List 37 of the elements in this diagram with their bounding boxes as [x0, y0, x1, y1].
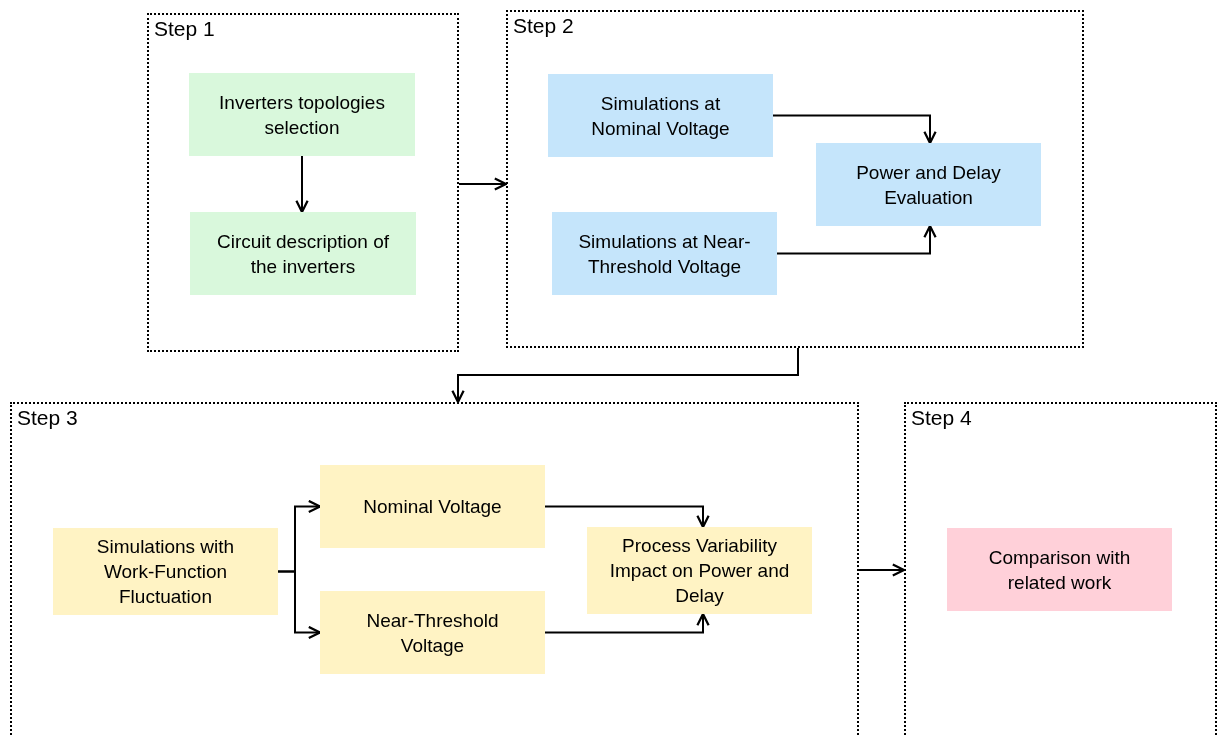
step-heading: Step 4 [911, 405, 972, 431]
arrow [776, 224, 937, 255]
box-label: Near-Threshold Voltage [365, 608, 500, 658]
process-box [587, 527, 812, 614]
step-frame [10, 402, 859, 735]
box-label: Power and Delay Evaluation [855, 160, 1002, 210]
process-box [320, 465, 545, 548]
arrow [295, 155, 309, 214]
arrow [451, 347, 799, 404]
process-box [53, 528, 278, 615]
process-box [320, 591, 545, 674]
step-frame [506, 10, 1084, 348]
process-box [552, 212, 777, 295]
box-label: Simulations with Work-Function Fluctuation [95, 535, 236, 609]
arrow [544, 505, 710, 529]
box-label: Simulations at Nominal Voltage [590, 91, 731, 141]
process-box [190, 212, 416, 295]
arrow [858, 563, 906, 577]
arrow [772, 114, 937, 145]
box-label: Comparison with related work [987, 545, 1132, 595]
step-heading: Step 3 [17, 405, 78, 431]
process-box [947, 528, 1172, 611]
process-box [189, 73, 415, 156]
step-heading: Step 1 [154, 16, 215, 42]
step-heading: Step 2 [513, 13, 574, 39]
box-label: Process Variability Impact on Power and Delay [608, 534, 791, 608]
process-box [548, 74, 773, 157]
box-label: Inverters topologies selection [218, 90, 386, 140]
arrow [544, 612, 710, 634]
box-label: Circuit description of the inverters [215, 229, 391, 279]
arrow [277, 570, 322, 640]
arrow [458, 177, 508, 191]
box-label: Simulations at Near-Threshold Voltage [577, 229, 752, 279]
step-frame [904, 402, 1217, 735]
process-box [816, 143, 1041, 226]
box-label: Nominal Voltage [363, 495, 502, 519]
step-frame [147, 13, 459, 352]
